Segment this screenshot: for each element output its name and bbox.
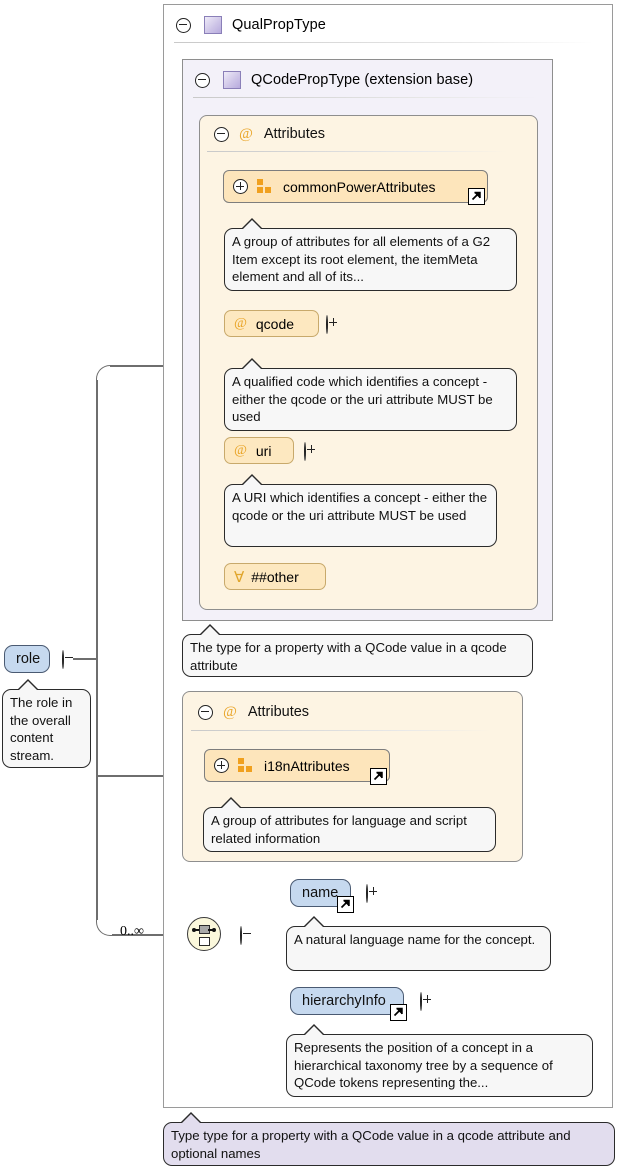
at-sign-icon-outer: @: [223, 703, 237, 720]
connector-role-to-trunk: [73, 658, 97, 660]
expand-icon-uri[interactable]: [304, 442, 306, 461]
doc-bubble-footer: Type type for a property with a QCode va…: [163, 1112, 615, 1166]
doc-bubble-role: The role in the overall content stream.: [2, 679, 91, 768]
attributes-label-inner: Attributes: [263, 126, 326, 142]
attribute-group-icon-i18n: [238, 758, 253, 773]
connector-trunk-mid-arm: [96, 775, 170, 777]
collapse-icon-role[interactable]: [62, 650, 64, 669]
attribute-qcode[interactable]: @ qcode: [224, 310, 319, 337]
connector-trunk-upper: [96, 380, 98, 658]
attribute-label-uri: uri: [255, 442, 272, 459]
doc-bubble-i18n-attributes: A group of attributes for language and s…: [203, 797, 496, 852]
attribute-group-i18n-attributes[interactable]: i18nAttributes: [204, 749, 390, 782]
doc-bubble-name: A natural language name for the concept.: [286, 916, 551, 971]
compositor-bar-left: [195, 929, 200, 931]
collapse-icon-attributes-outer[interactable]: [198, 704, 213, 720]
collapse-icon-qualproptype[interactable]: [176, 17, 191, 33]
doc-text-common-power-attributes: A group of attributes for all elements o…: [232, 234, 491, 284]
connector-trunk-bottom: [96, 658, 98, 920]
doc-text-hierarchy-info: Represents the position of a concept in …: [294, 1040, 553, 1090]
external-link-icon-name[interactable]: [337, 896, 354, 913]
doc-text-footer: Type type for a property with a QCode va…: [171, 1128, 571, 1161]
sequence-compositor-node[interactable]: [187, 917, 221, 951]
header-separator-extension: [193, 97, 538, 98]
header-separator-outer: [174, 42, 594, 43]
expand-icon-qcode[interactable]: [326, 315, 328, 334]
type-title-qcodeproptype: QCodePropType (extension base): [251, 72, 474, 88]
doc-text-role: The role in the overall content stream.: [10, 695, 73, 763]
connector-occurs-line: [112, 934, 188, 936]
attribute-group-label: commonPowerAttributes: [283, 178, 436, 195]
attribute-group-icon: [257, 179, 272, 194]
any-attribute-label: ##other: [251, 568, 299, 585]
collapse-icon-attributes-inner[interactable]: [214, 126, 229, 142]
doc-text-name: A natural language name for the concept.: [294, 932, 536, 947]
collapse-icon-qcodeproptype[interactable]: [195, 72, 210, 88]
attributes-header-outer: @ Attributes: [188, 696, 388, 728]
doc-text-extension-base: The type for a property with a QCode val…: [190, 640, 507, 673]
expand-icon-i18n-attributes[interactable]: [214, 758, 229, 773]
doc-text-i18n-attributes: A group of attributes for language and s…: [211, 813, 467, 846]
doc-text-qcode: A qualified code which identifies a conc…: [232, 374, 493, 424]
doc-bubble-extension-base: The type for a property with a QCode val…: [182, 624, 533, 677]
at-sign-icon-uri: @: [234, 442, 247, 458]
type-header-qcodeproptype: QCodePropType (extension base): [187, 63, 537, 97]
for-all-icon: ∀: [234, 568, 245, 586]
attributes-header-inner: @ Attributes: [204, 118, 404, 150]
doc-bubble-hierarchy-info: Represents the position of a concept in …: [286, 1024, 593, 1097]
attributes-separator-outer: [191, 730, 491, 731]
doc-bubble-common-power-attributes: A group of attributes for all elements o…: [224, 218, 517, 291]
connector-trunk-top-curve: [96, 365, 116, 395]
collapse-icon-compositor[interactable]: [240, 926, 242, 945]
element-label-name: name: [302, 885, 339, 901]
occurrence-label: 0..∞: [120, 924, 144, 939]
attributes-label-outer: Attributes: [247, 704, 310, 720]
attribute-group-common-power-attributes[interactable]: commonPowerAttributes: [223, 170, 488, 203]
attribute-group-label-i18n: i18nAttributes: [264, 757, 350, 774]
attribute-label-qcode: qcode: [255, 315, 295, 332]
compositor-bar-right: [208, 929, 213, 931]
compositor-dot-left: [192, 928, 196, 932]
external-link-icon-common-power-attributes[interactable]: [468, 188, 485, 205]
any-attribute-other[interactable]: ∀ ##other: [224, 563, 326, 590]
attributes-separator-inner: [207, 151, 507, 152]
at-sign-icon-inner: @: [239, 125, 253, 142]
external-link-icon-hierarchy-info[interactable]: [390, 1004, 407, 1021]
expand-icon-common-power-attributes[interactable]: [233, 179, 248, 194]
extension-base-cube-icon: [223, 71, 241, 89]
element-role[interactable]: role: [4, 645, 50, 673]
doc-text-uri: A URI which identifies a concept - eithe…: [232, 490, 488, 523]
connector-trunk-bottom-curve: [96, 906, 118, 936]
compositor-dot-right: [212, 928, 216, 932]
type-title-qualproptype: QualPropType: [232, 17, 326, 33]
type-cube-icon: [204, 16, 222, 34]
attribute-uri[interactable]: @ uri: [224, 437, 294, 464]
external-link-icon-i18n-attributes[interactable]: [370, 768, 387, 785]
expand-icon-hierarchy-info[interactable]: [420, 992, 422, 1011]
at-sign-icon-qcode: @: [234, 315, 247, 331]
doc-bubble-uri: A URI which identifies a concept - eithe…: [224, 474, 497, 547]
connector-trunk-top-arm: [110, 365, 170, 367]
element-hierarchy-info[interactable]: hierarchyInfo: [290, 987, 404, 1015]
expand-icon-name[interactable]: [366, 884, 368, 903]
compositor-square-bottom: [199, 937, 210, 946]
element-label-role: role: [16, 651, 41, 667]
element-label-hierarchy-info: hierarchyInfo: [302, 993, 386, 1009]
doc-bubble-qcode: A qualified code which identifies a conc…: [224, 358, 517, 431]
type-header-qualproptype: QualPropType: [168, 8, 498, 42]
